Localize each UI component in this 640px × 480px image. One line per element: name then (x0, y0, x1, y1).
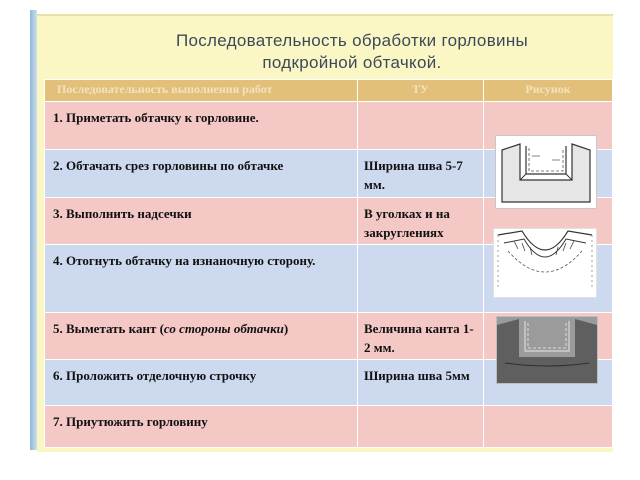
sketch-round-neckline (493, 228, 597, 298)
row-5-step-end: ) (283, 321, 289, 336)
slide-left-edge (30, 10, 37, 450)
header-sequence: Последовательность выполнения работ (44, 79, 358, 102)
row-3-note: В уголках и на закруглениях (357, 197, 484, 245)
row-6-note: Ширина шва 5мм (357, 359, 484, 406)
sketch-finished-neckline (496, 316, 598, 384)
row-1-note (357, 101, 484, 150)
row-4-step: 4. Отогнуть обтачку на изнаночную сторон… (44, 244, 358, 313)
row-6-step: 6. Проложить отделочную строчку (44, 359, 358, 406)
slide-title-line-1: Последовательность обработки горловины (175, 31, 529, 50)
row-5-step-italic: со стороны обтачки (163, 321, 284, 336)
square-neckline-drawing (501, 143, 591, 203)
round-neckline-drawing (497, 230, 593, 289)
row-5-step: 5. Выметать кант (со стороны обтачки) (44, 312, 358, 360)
row-7-step: 7. Приутюжить горловину (44, 405, 358, 448)
row-5-step-text: 5. Выметать кант ( (53, 321, 164, 336)
row-7-picture (483, 405, 613, 448)
table-row: 5. Выметать кант (со стороны обтачки) Ве… (44, 312, 613, 360)
row-2-note: Ширина шва 5-7 мм. (357, 149, 484, 198)
header-picture: Рисунок (483, 79, 613, 102)
row-1-step: 1. Приметать обтачку к горловине. (44, 101, 358, 150)
table-header-row: Последовательность выполнения работ ТУ Р… (44, 79, 613, 102)
table-row: 7. Приутюжить горловину (44, 405, 613, 448)
row-4-note (357, 244, 484, 313)
row-7-note (357, 405, 484, 448)
slide-title-line-2: подкройной обтачкой. (262, 53, 442, 72)
header-tu: ТУ (357, 79, 484, 102)
finished-neckline-drawing (497, 317, 597, 383)
sketch-square-neckline (495, 135, 597, 209)
row-2-step: 2. Обтачать срез горловины по обтачке (44, 149, 358, 198)
slide-title: Последовательность обработки горловины п… (117, 30, 587, 74)
table-row: 4. Отогнуть обтачку на изнаночную сторон… (44, 244, 613, 313)
row-3-step: 3. Выполнить надсечки (44, 197, 358, 245)
row-5-note: Величина канта 1-2 мм. (357, 312, 484, 360)
